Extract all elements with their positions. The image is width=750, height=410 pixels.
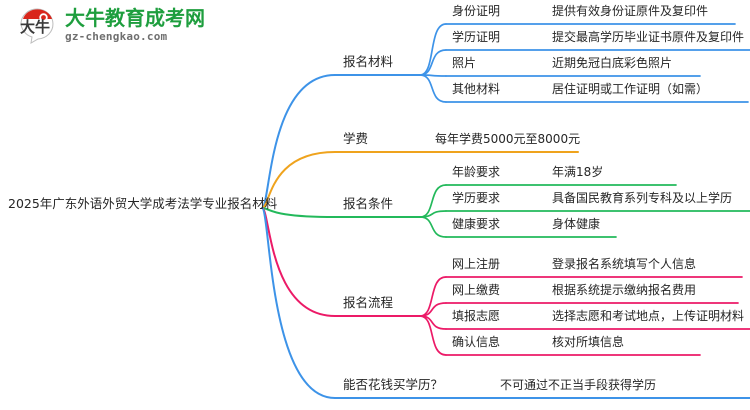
logo-name-cn: 大牛教育成考网 [65, 6, 205, 30]
mindmap-branch-label-1[interactable]: 学费 [343, 131, 369, 146]
mindmap-child-label-3-3[interactable]: 确认信息 [452, 335, 501, 349]
mindmap-child-label-0-3[interactable]: 其他材料 [452, 82, 501, 96]
mindmap-child-desc-3-2[interactable]: 选择志愿和考试地点，上传证明材料 [552, 309, 745, 323]
mindmap-child-desc-3-0[interactable]: 登录报名系统填写个人信息 [552, 257, 697, 271]
mindmap-child-label-2-1[interactable]: 学历要求 [452, 191, 501, 205]
mindmap-child-label-0-0[interactable]: 身份证明 [452, 4, 501, 18]
svg-text:大牛: 大牛 [20, 18, 50, 36]
mindmap-child-desc-0-3[interactable]: 居住证明或工作证明（如需） [552, 82, 709, 96]
mindmap-child-desc-1-0[interactable]: 每年学费5000元至8000元 [435, 132, 581, 146]
mindmap-child-desc-2-2[interactable]: 身体健康 [552, 217, 601, 231]
mindmap-child-label-3-1[interactable]: 网上缴费 [452, 283, 501, 297]
mindmap-child-label-2-2[interactable]: 健康要求 [452, 217, 501, 231]
mindmap-child-label-2-0[interactable]: 年龄要求 [452, 165, 501, 179]
mindmap-child-desc-2-0[interactable]: 年满18岁 [552, 165, 604, 179]
mindmap-branch-label-4[interactable]: 能否花钱买学历？ [343, 377, 444, 392]
mindmap-child-label-0-1[interactable]: 学历证明 [452, 30, 501, 44]
mindmap-branch-label-3[interactable]: 报名流程 [343, 295, 394, 310]
site-logo: 大牛 大牛教育成考网 gz-chengkao.com [18, 6, 205, 44]
mindmap-child-label-3-0[interactable]: 网上注册 [452, 257, 501, 271]
mindmap-child-label-0-2[interactable]: 照片 [452, 56, 477, 70]
mindmap-branch-label-2[interactable]: 报名条件 [343, 196, 394, 211]
mindmap-root-node[interactable]: 2025年广东外语外贸大学成考法学专业报名材料 [8, 196, 278, 211]
logo-domain: gz-chengkao.com [65, 30, 168, 43]
mindmap-child-desc-4-0[interactable]: 不可通过不正当手段获得学历 [500, 378, 657, 392]
mindmap-child-desc-0-1[interactable]: 提交最高学历毕业证书原件及复印件 [552, 30, 745, 44]
mindmap-child-label-3-2[interactable]: 填报志愿 [452, 309, 501, 323]
mindmap-child-desc-3-1[interactable]: 根据系统提示缴纳报名费用 [552, 283, 697, 297]
mindmap-child-desc-0-2[interactable]: 近期免冠白底彩色照片 [552, 56, 673, 70]
mindmap-branch-label-0[interactable]: 报名材料 [343, 54, 394, 69]
mindmap-child-desc-0-0[interactable]: 提供有效身份证原件及复印件 [552, 4, 709, 18]
mindmap-child-desc-3-3[interactable]: 核对所填信息 [552, 335, 625, 349]
logo-mark-icon: 大牛 [18, 6, 58, 44]
mindmap-child-desc-2-1[interactable]: 具备国民教育系列专科及以上学历 [552, 191, 733, 205]
